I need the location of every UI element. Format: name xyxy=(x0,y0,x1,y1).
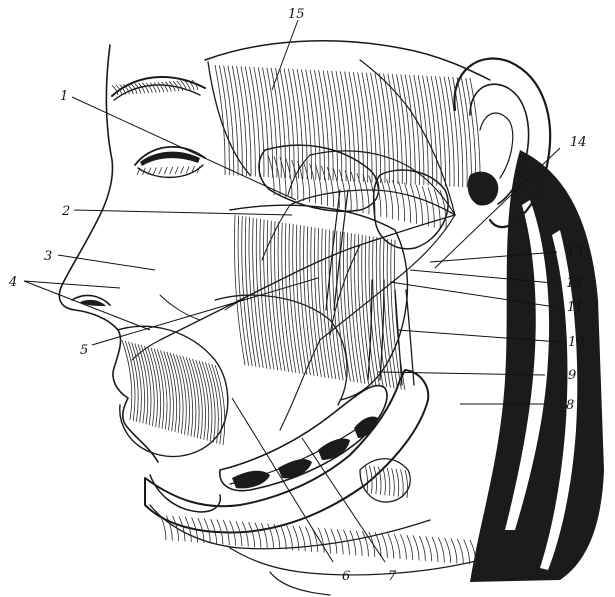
label-9: 9 xyxy=(568,368,576,383)
leader-4b xyxy=(23,280,151,331)
leader-14 xyxy=(434,147,561,269)
leader-10 xyxy=(397,329,561,343)
temporal-muscle xyxy=(204,40,491,189)
label-3: 3 xyxy=(44,249,52,264)
face-profile xyxy=(58,44,206,463)
leader-6 xyxy=(231,397,334,563)
leader-2 xyxy=(73,209,293,216)
label-4: 4 xyxy=(8,275,17,290)
leader-5 xyxy=(91,277,319,346)
leader-15 xyxy=(271,19,299,91)
label-6: 6 xyxy=(342,569,350,584)
zygomatic-region xyxy=(258,144,449,250)
label-13: 13 xyxy=(567,245,584,260)
leader-7 xyxy=(301,437,386,563)
neck-muscle-mass xyxy=(470,150,604,582)
masseter-region xyxy=(214,204,409,406)
callout-labels: 1 2 3 4 5 6 7 8 9 10 11 12 13 14 15 xyxy=(8,7,587,584)
mandible xyxy=(144,369,430,534)
leader-lines xyxy=(23,19,561,563)
leader-1 xyxy=(71,96,297,201)
label-12: 12 xyxy=(566,276,583,291)
leader-4a xyxy=(23,280,121,289)
label-2: 2 xyxy=(61,204,70,219)
label-10: 10 xyxy=(568,335,585,350)
label-1: 1 xyxy=(60,89,68,104)
leader-12 xyxy=(409,269,554,284)
leader-13 xyxy=(429,251,558,263)
orbicularis-oris xyxy=(117,325,229,458)
label-11: 11 xyxy=(567,300,584,315)
submandibular-gland xyxy=(359,458,411,503)
label-7: 7 xyxy=(388,569,397,584)
leader-3 xyxy=(57,254,156,271)
label-15: 15 xyxy=(288,7,305,22)
facial-nerve-branches xyxy=(131,59,456,431)
label-8: 8 xyxy=(566,398,574,413)
label-14: 14 xyxy=(570,135,587,150)
leader-9 xyxy=(377,371,546,376)
label-5: 5 xyxy=(80,343,88,358)
chin-region xyxy=(149,474,481,596)
leader-11 xyxy=(389,281,556,308)
ear xyxy=(453,57,552,229)
facial-vessels xyxy=(325,189,415,386)
